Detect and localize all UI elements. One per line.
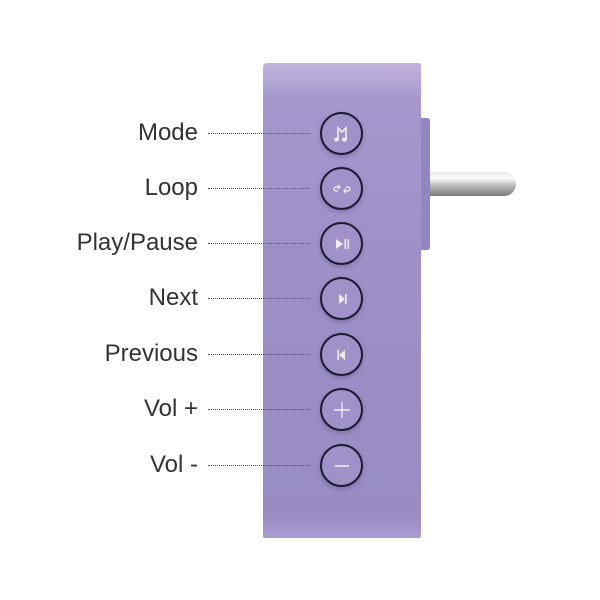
leader-line (208, 409, 310, 410)
previous-button[interactable] (320, 333, 363, 376)
leader-line (208, 133, 310, 134)
play-pause-icon (335, 238, 349, 249)
plus-icon (333, 401, 350, 418)
loop-icon (332, 184, 351, 193)
leader-line (208, 243, 310, 244)
leader-line (208, 465, 310, 466)
mode-button[interactable] (320, 112, 363, 155)
label-loop: Loop (144, 174, 198, 201)
music-note-icon (333, 125, 347, 141)
volume-up-button[interactable] (320, 388, 363, 431)
label-mode: Mode (137, 119, 198, 146)
label-vol-down: Vol - (149, 451, 198, 478)
play-pause-button[interactable] (320, 222, 363, 265)
leader-line (208, 298, 310, 299)
label-vol-up: Vol + (143, 395, 198, 422)
label-play-pause: Play/Pause (76, 229, 198, 256)
leader-line (208, 354, 310, 355)
plug-pin (430, 172, 516, 196)
side-tab (419, 118, 430, 250)
label-next: Next (148, 284, 198, 311)
label-previous: Previous (104, 340, 198, 367)
next-icon (338, 293, 347, 304)
minus-icon (334, 464, 349, 467)
leader-line (208, 188, 310, 189)
volume-down-button[interactable] (320, 444, 363, 487)
next-button[interactable] (320, 277, 363, 320)
previous-icon (336, 349, 345, 360)
loop-button[interactable] (320, 167, 363, 210)
